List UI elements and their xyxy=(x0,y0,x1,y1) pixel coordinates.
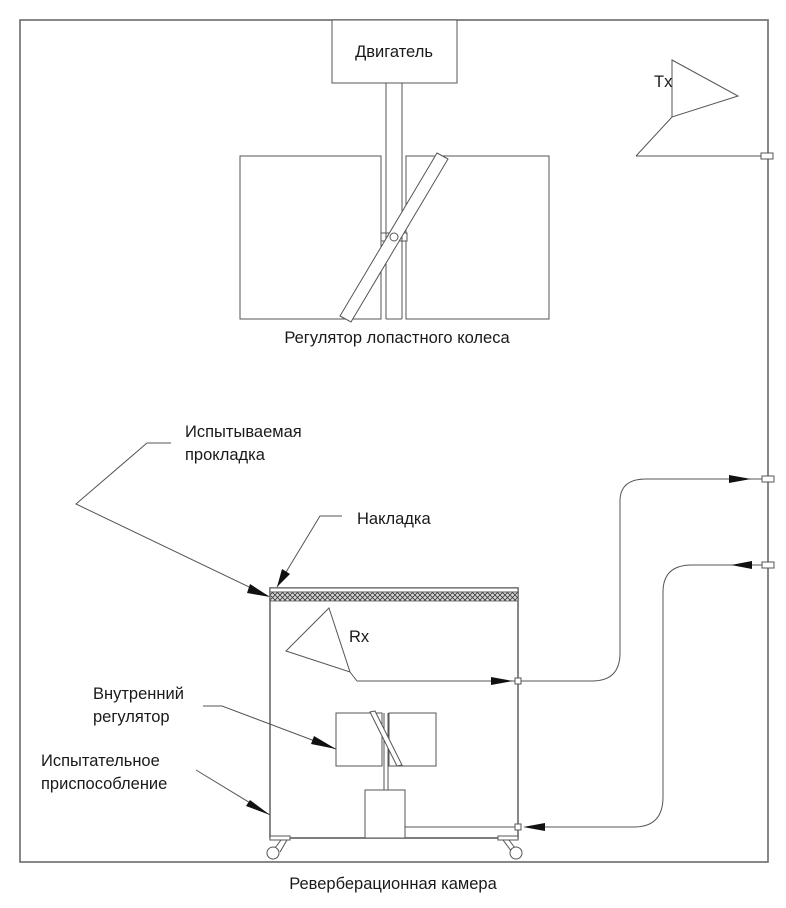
rx-horn xyxy=(285,607,351,673)
rx-feedthrough xyxy=(761,475,775,483)
inner-stirrer-label-2: регулятор xyxy=(93,708,170,726)
gasket-hatch xyxy=(269,591,519,602)
fixture-label-1: Испытательное xyxy=(41,752,160,770)
gasket-label-1: Испытываемая xyxy=(185,423,302,441)
tx-horn xyxy=(671,59,740,118)
rx-cable xyxy=(521,475,775,682)
control-feedthrough xyxy=(761,561,775,569)
fixture-label-2: приспособление xyxy=(41,775,167,793)
control-cable xyxy=(545,561,775,828)
gasket-label-2: прокладка xyxy=(185,446,266,464)
rx-antenna: Rx xyxy=(285,607,522,685)
chamber-caption: Реверберационная камера xyxy=(289,875,497,893)
motor-box xyxy=(331,19,458,84)
rx-port xyxy=(514,677,522,685)
fixture-callout: Испытательное приспособление xyxy=(41,752,271,816)
tx-label: Tx xyxy=(654,73,673,91)
overlay-label: Накладка xyxy=(357,510,432,528)
control-port xyxy=(514,823,522,831)
inner-blade xyxy=(369,710,403,767)
motor: Двигатель xyxy=(331,19,458,84)
inner-paddle-left xyxy=(335,712,383,767)
stirrer-shaft xyxy=(385,83,403,320)
overlay-callout: Накладка xyxy=(276,510,432,588)
tx-antenna: Tx xyxy=(635,59,774,160)
inner-motor-box xyxy=(364,789,406,839)
overlay-strip xyxy=(269,587,519,593)
tx-feedthrough xyxy=(760,152,774,160)
inner-stirrer-callout: Внутренний регулятор xyxy=(93,685,337,750)
caster-right xyxy=(502,839,523,860)
paddle-wheel-stirrer: Регулятор лопастного колеса xyxy=(239,83,550,347)
shaft-hub xyxy=(389,232,399,242)
motor-label: Двигатель xyxy=(355,43,433,61)
test-fixture: Rx xyxy=(266,587,545,860)
inner-stirrer-label-1: Внутренний xyxy=(93,685,184,703)
inner-stirrer xyxy=(335,710,545,839)
caster-left xyxy=(266,839,288,860)
gasket-callout: Испытываемая прокладка xyxy=(75,423,302,597)
stirrer-label: Регулятор лопастного колеса xyxy=(284,329,510,347)
rx-label: Rx xyxy=(349,628,370,646)
